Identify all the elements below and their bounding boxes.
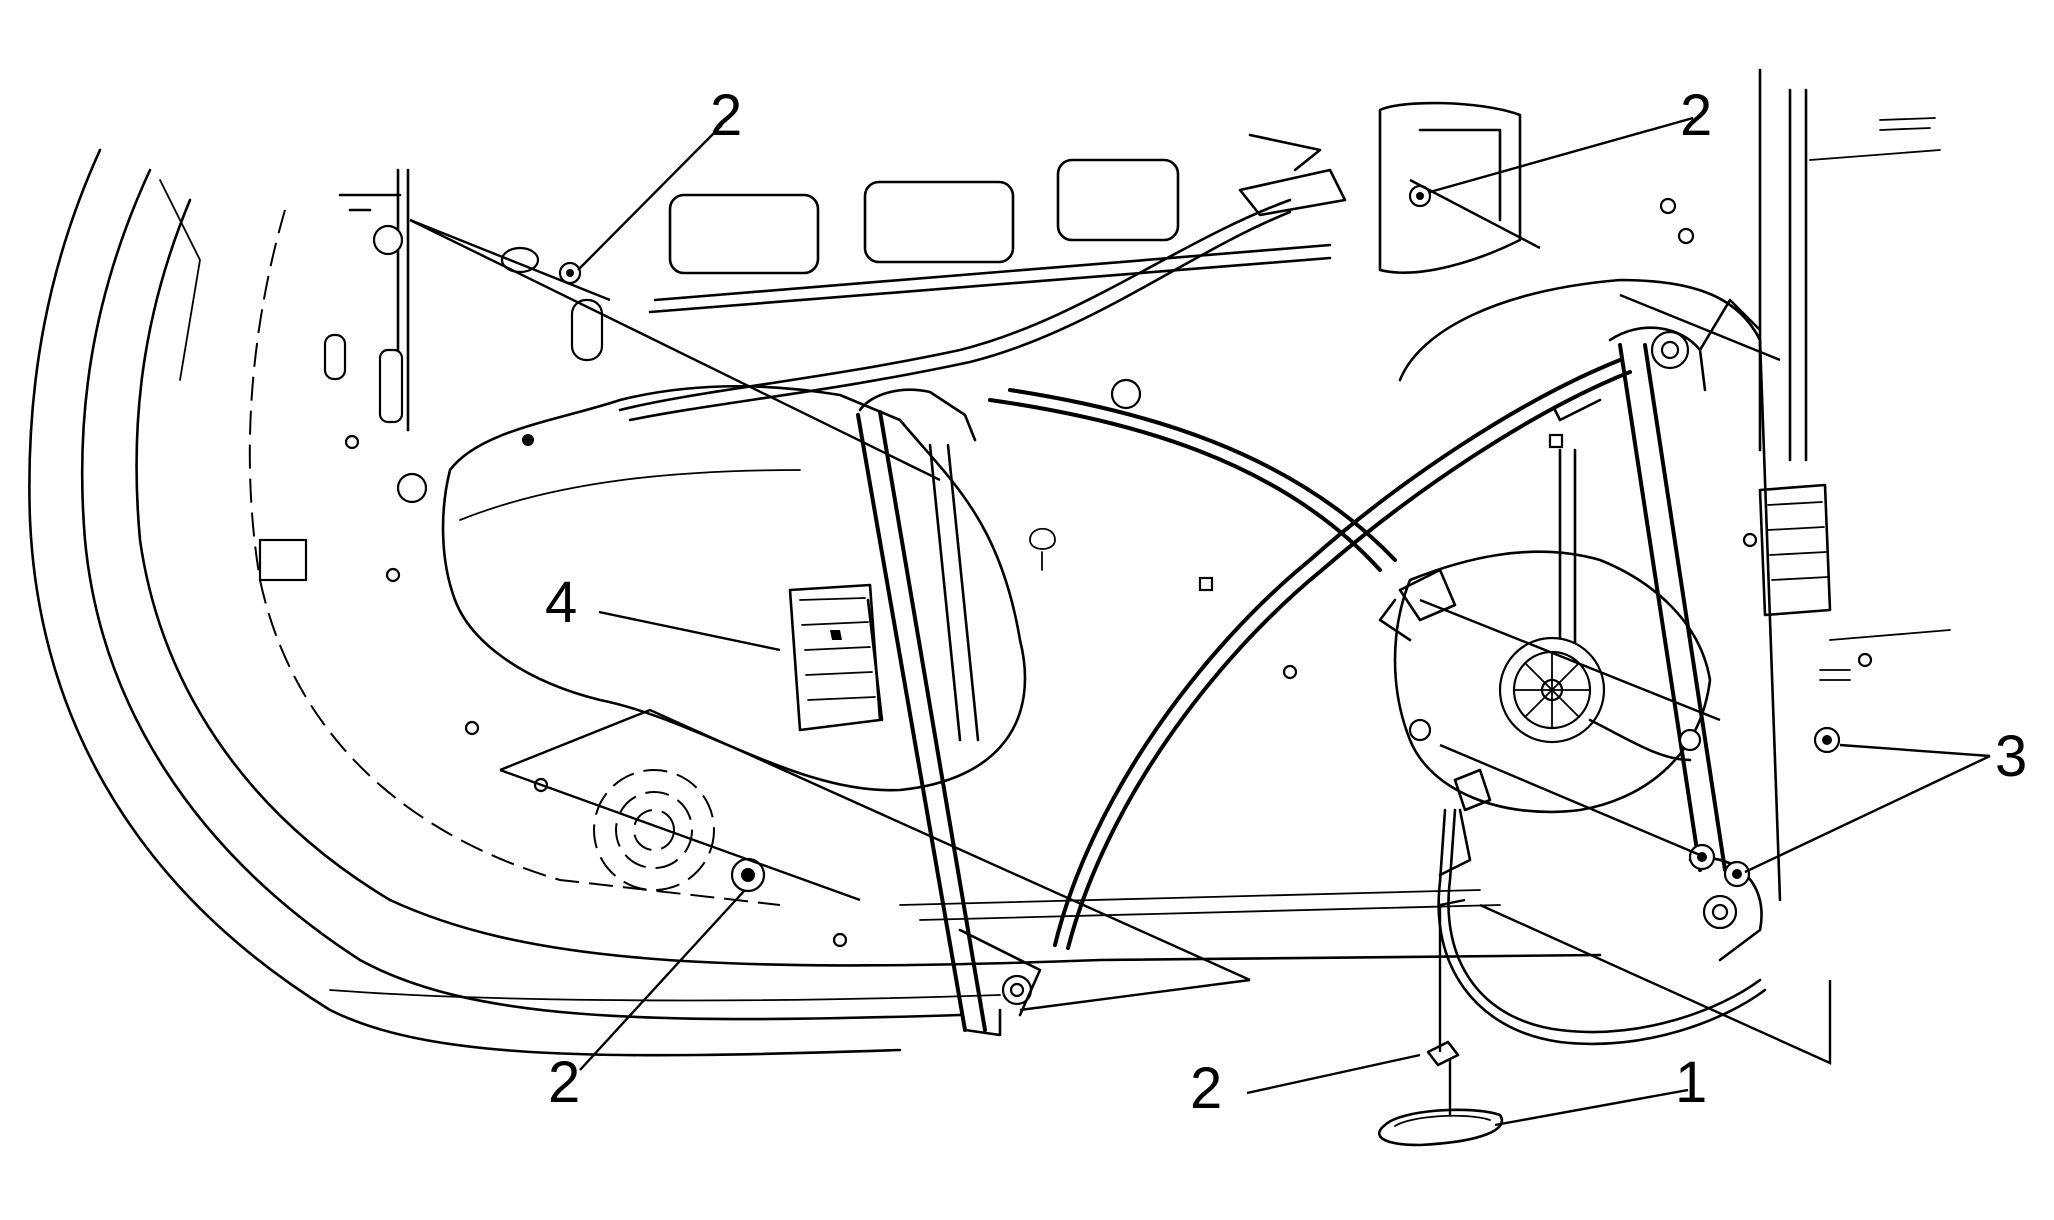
- fasteners: [558, 184, 1841, 1147]
- callout-4: 4: [545, 570, 577, 635]
- callout-3: 3: [1995, 724, 2027, 789]
- inner-door-panel: [338, 68, 1951, 921]
- callout-labels: 2 2 4 3 2 2 1: [545, 83, 2027, 1121]
- panel-holes: [258, 197, 1873, 948]
- door-lock-module: [788, 583, 884, 732]
- speaker-mount: [593, 769, 715, 891]
- installation-lines: [409, 178, 1832, 1115]
- callout-2-top-right: 2: [1680, 83, 1712, 148]
- callout-2-top-left: 2: [710, 83, 742, 148]
- control-cable: [618, 133, 1347, 422]
- door-outer-contours: [28, 148, 1602, 1057]
- callout-2-bottom-left: 2: [548, 1050, 580, 1115]
- callout-leaders: [577, 116, 1991, 1127]
- callout-2-bottom-mid: 2: [1190, 1056, 1222, 1121]
- window-regulator: [856, 298, 1763, 1037]
- callout-1: 1: [1675, 1050, 1707, 1115]
- door-handle-module: [1758, 483, 1832, 617]
